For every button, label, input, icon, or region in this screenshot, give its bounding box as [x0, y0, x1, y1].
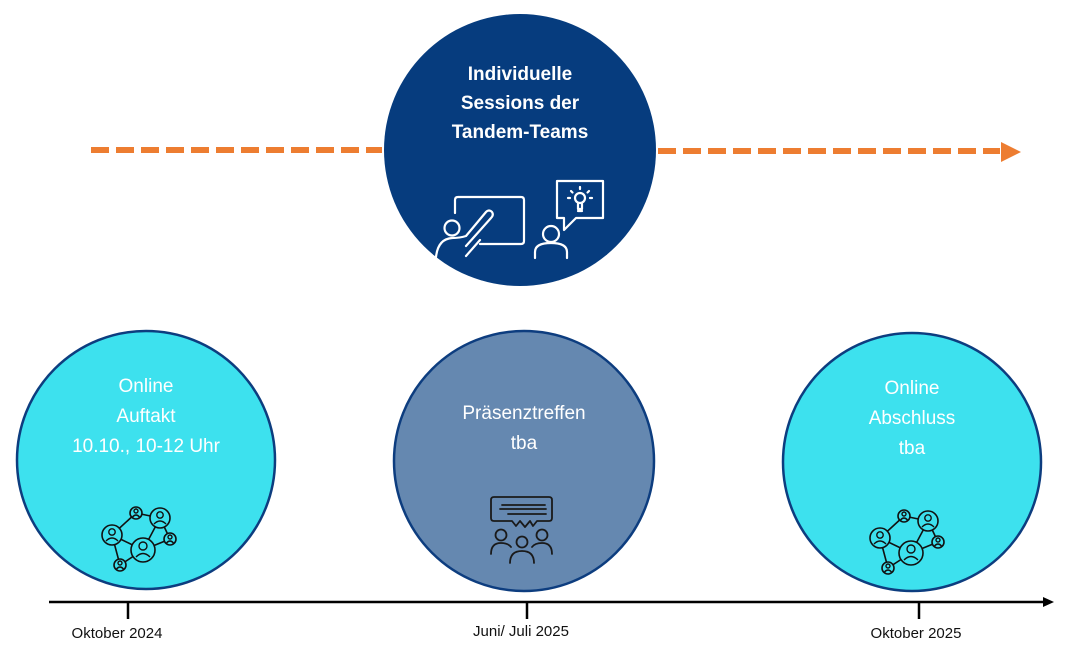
group-discussion-icon — [490, 496, 553, 564]
date-label-oct-2024: Oktober 2024 — [71, 625, 163, 642]
closing-label-line: tba — [898, 438, 926, 459]
sessions-title: Individuelle Sessions der Tandem-Teams — [420, 60, 620, 147]
time-axis — [49, 597, 1054, 619]
timeline-flow-arrow — [91, 142, 1021, 162]
closing-label-line: Online — [884, 378, 940, 399]
kickoff-circle — [15, 329, 277, 591]
arrow-head-icon — [1001, 142, 1021, 162]
kickoff-label-line: 10.10., 10-12 Uhr — [72, 436, 220, 457]
sessions-title-line: Tandem-Teams — [451, 122, 589, 143]
kickoff-label-line: Auftakt — [116, 406, 176, 427]
in-person-meeting-circle — [392, 329, 656, 593]
closing-circle — [781, 331, 1043, 593]
sessions-title-line: Individuelle — [467, 64, 573, 85]
in-person-meeting-label-line: tba — [510, 433, 538, 454]
date-label-oct-2025: Oktober 2025 — [870, 625, 962, 642]
in-person-meeting-label: Präsenztreffen tba — [424, 399, 624, 459]
sessions-circle — [384, 14, 656, 286]
kickoff-label: Online Auftakt 10.10., 10-12 Uhr — [46, 372, 246, 462]
closing-label-line: Abschluss — [868, 408, 956, 429]
date-label-jun-jul-2025: Juni/ Juli 2025 — [473, 623, 569, 640]
axis-arrow-icon — [1043, 597, 1054, 607]
presentation-and-idea-icon — [434, 179, 605, 260]
sessions-title-line: Sessions der — [460, 93, 580, 114]
kickoff-label-line: Online — [118, 376, 174, 397]
closing-label: Online Abschluss tba — [812, 374, 1012, 464]
in-person-meeting-label-line: Präsenztreffen — [462, 403, 586, 424]
